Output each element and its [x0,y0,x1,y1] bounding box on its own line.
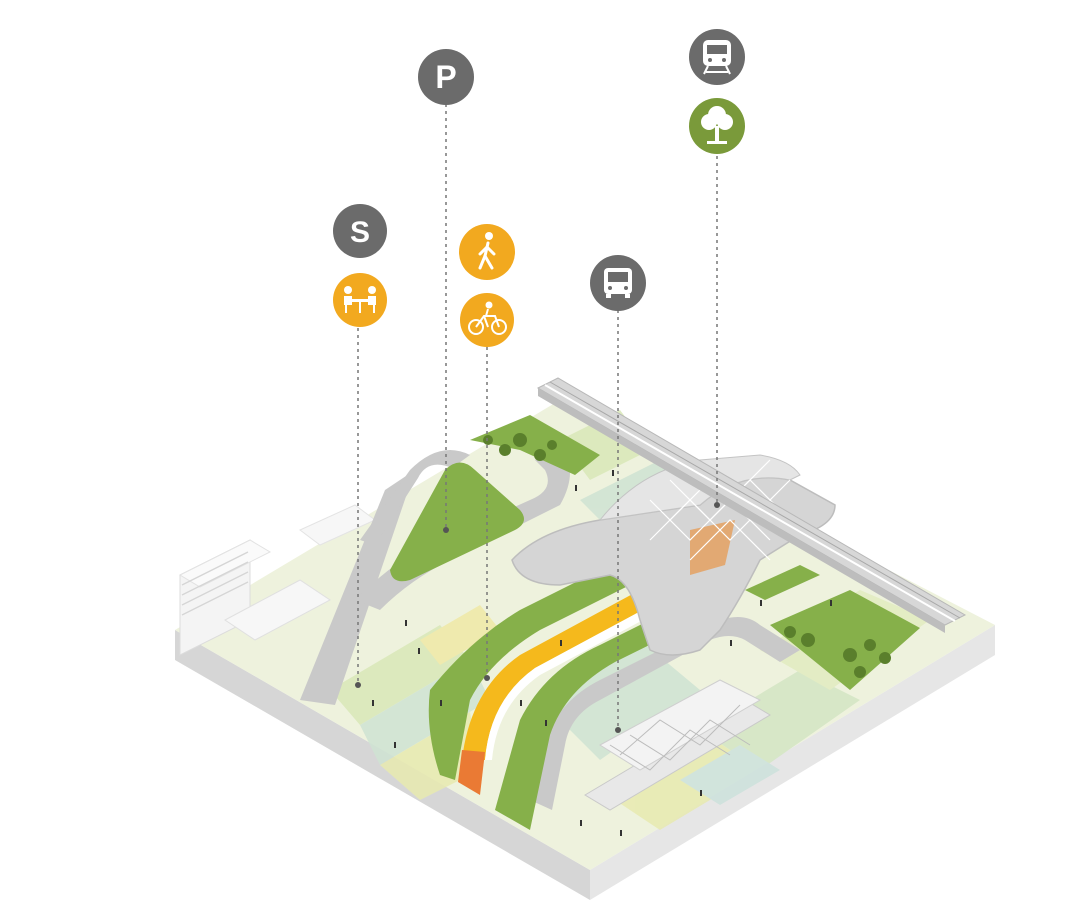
people-figures [372,470,832,836]
bus-icon [604,268,632,298]
bike-lane-end [458,750,485,795]
bike-marker [460,293,514,347]
leader-lines [357,104,718,730]
north-lawn [470,415,600,475]
seating-marker [333,273,387,327]
walk-marker [459,224,515,280]
parking-marker: P [418,49,474,105]
people-at-table-icon [344,286,376,313]
bus-marker [590,255,646,311]
pedestrian-icon [478,232,496,270]
trees [483,433,891,678]
bicycle-icon [468,301,507,335]
train-marker [689,29,745,85]
parking-icon: P [435,59,456,95]
train-icon [703,40,731,75]
bus-station [584,679,771,811]
rail-viaduct [536,377,967,633]
left-buildings [178,504,376,656]
tree-icon [701,106,733,144]
base-right-side [590,625,995,900]
parking-marker-circle [418,49,474,105]
park-marker [689,98,745,154]
northeast-lawn [745,565,820,600]
east-lawn [770,590,920,690]
parking-lawn [390,462,524,582]
leader-anchors [355,502,720,733]
service-marker-circle [333,204,387,258]
bus-road [530,616,800,810]
service-icon: S [350,216,370,249]
service-marker: S [333,204,387,258]
